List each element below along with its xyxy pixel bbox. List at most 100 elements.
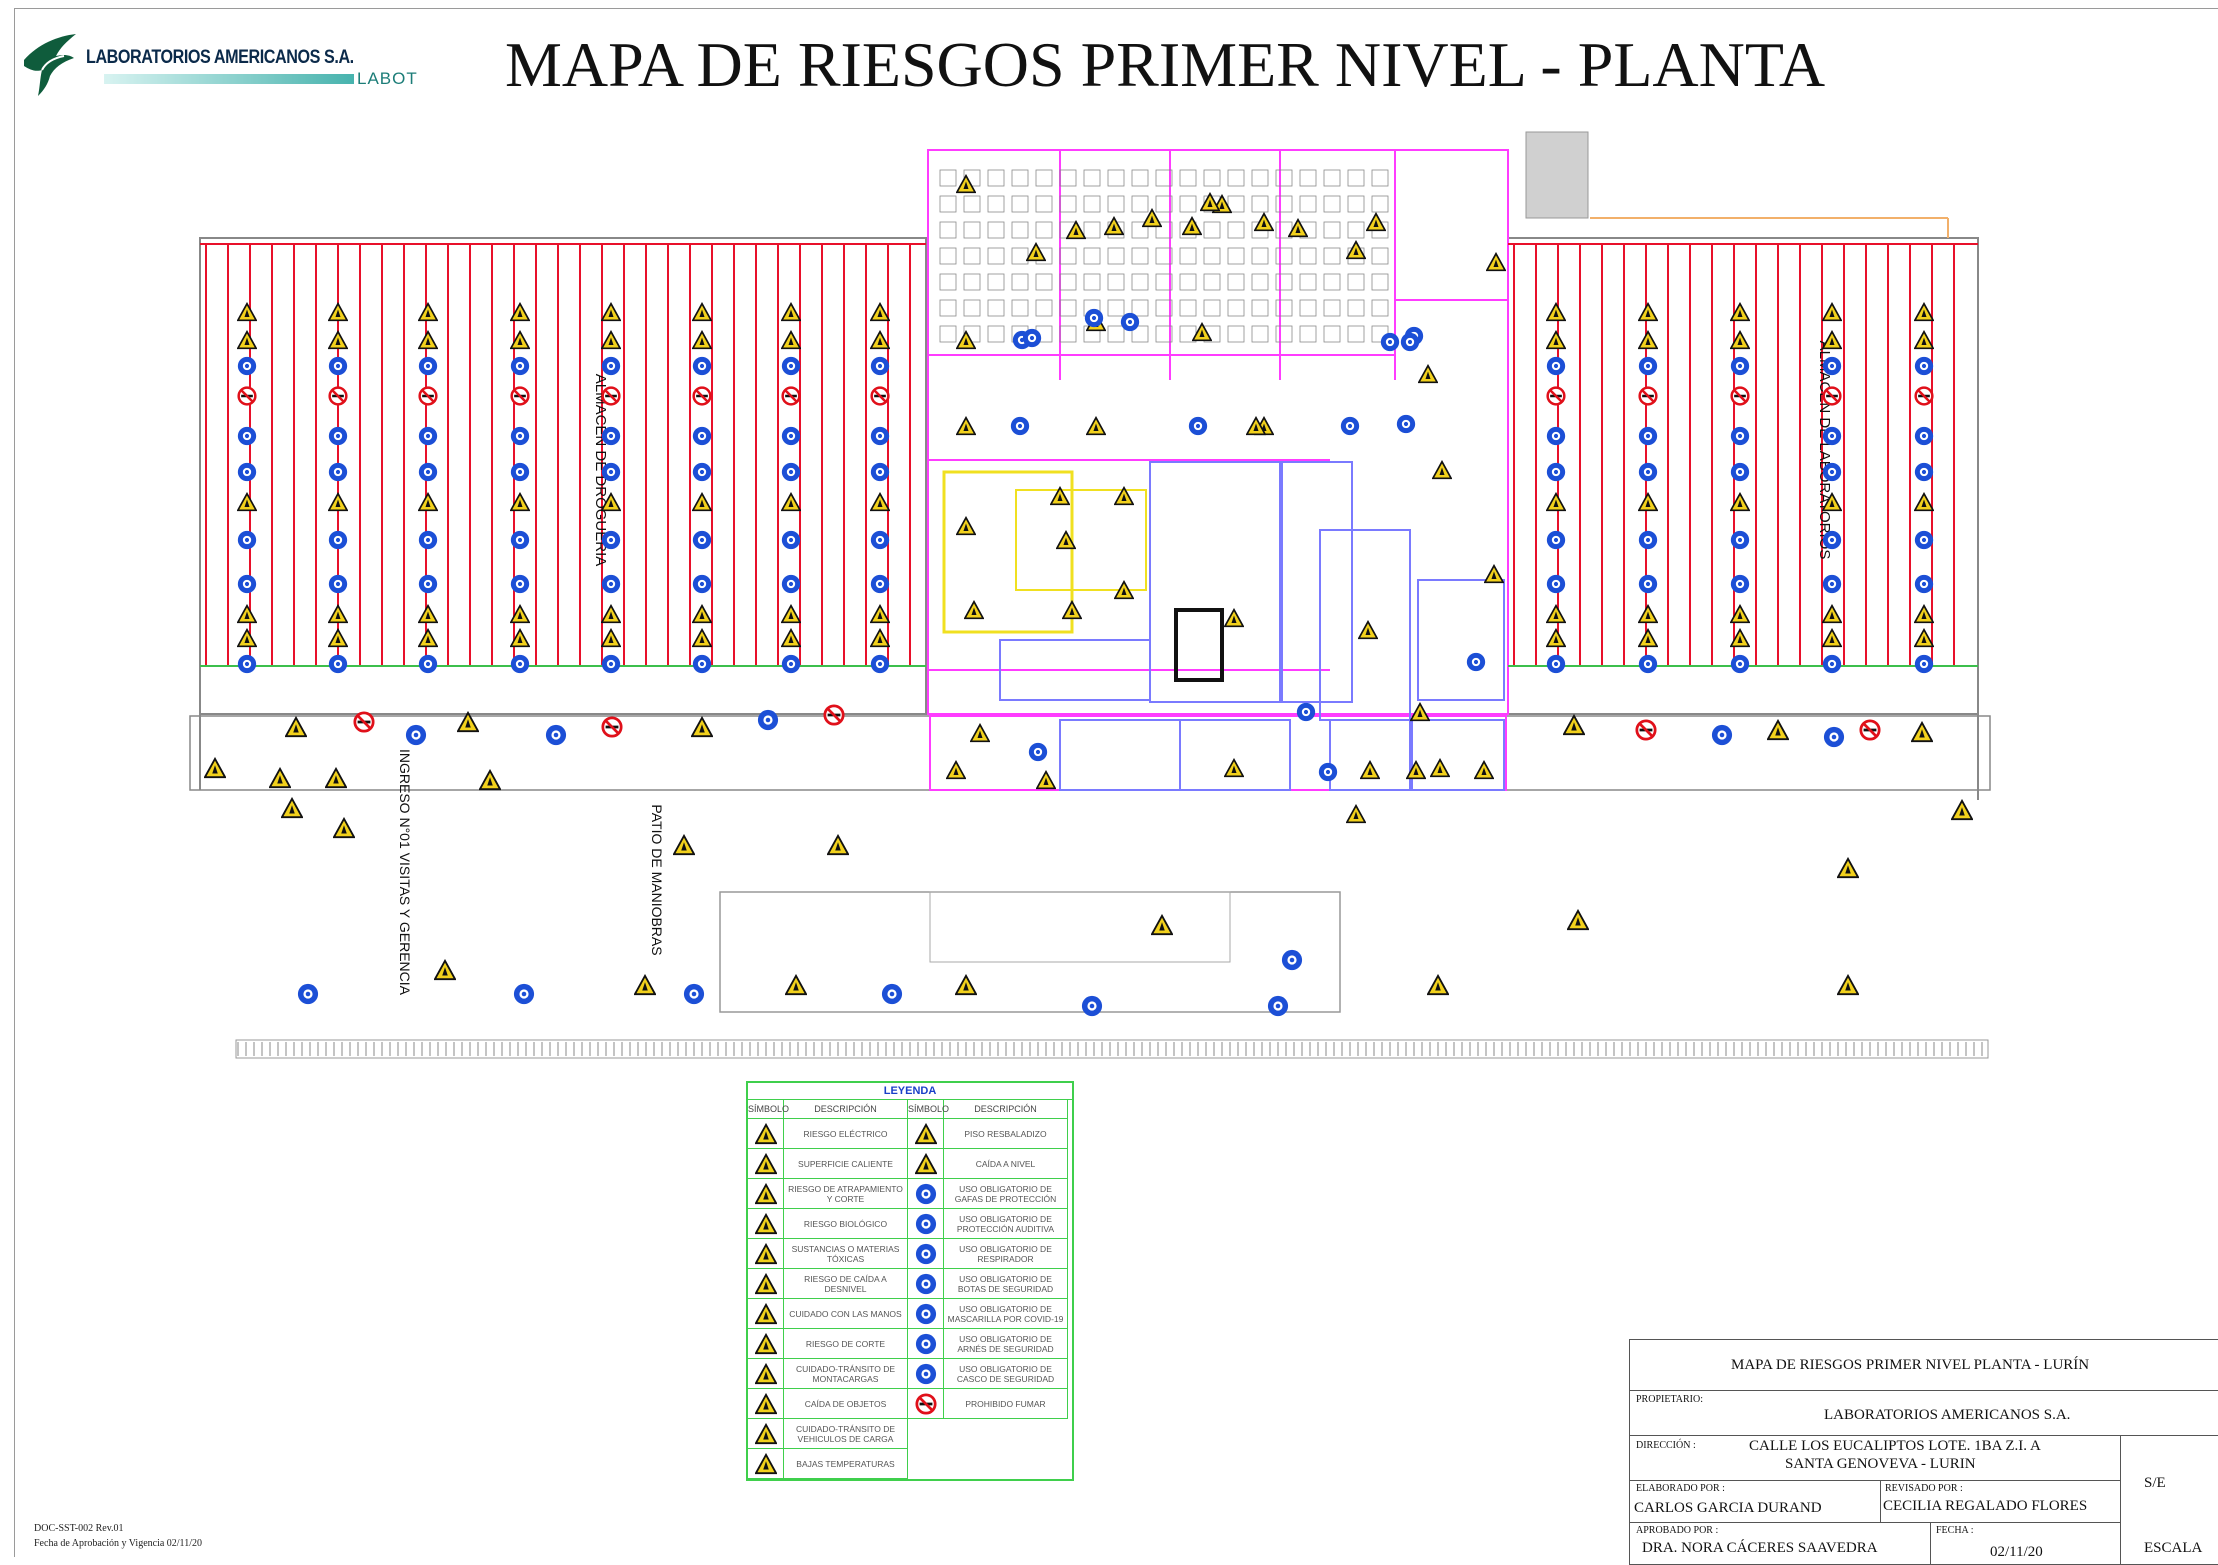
no-smoking-icon	[1635, 719, 1657, 741]
warning-sign-icon	[956, 174, 976, 194]
warning-sign-icon	[1430, 758, 1450, 778]
desk	[939, 195, 957, 213]
mandatory-sign-icon	[692, 654, 712, 674]
warning-sign-icon	[956, 516, 976, 536]
falling-objects-icon	[748, 1389, 784, 1419]
mandatory-sign-icon	[1380, 332, 1400, 352]
mandatory-sign-icon	[1638, 654, 1658, 674]
mandatory-sign-icon	[1281, 949, 1303, 971]
no-smoking-icon	[908, 1389, 944, 1419]
mandatory-sign-icon	[1711, 724, 1733, 746]
warning-sign-icon	[1638, 628, 1658, 648]
mandatory-sign-icon	[328, 426, 348, 446]
warning-sign-icon	[1182, 216, 1202, 236]
mandatory-sign-icon	[870, 356, 890, 376]
mandatory-sign-icon	[1084, 308, 1104, 328]
warning-sign-icon	[328, 492, 348, 512]
desk	[1179, 247, 1197, 265]
tb-divider	[2120, 1435, 2121, 1564]
tb-reviewed-by-label: REVISADO POR :	[1885, 1483, 1963, 1494]
legend-description: PROHIBIDO FUMAR	[944, 1389, 1068, 1419]
warning-sign-icon	[1914, 628, 1934, 648]
no-smoking-icon	[781, 386, 801, 406]
legend-description: RIESGO DE CORTE	[784, 1329, 908, 1359]
tb-title: MAPA DE RIESGOS PRIMER NIVEL PLANTA - LU…	[1731, 1357, 2090, 1373]
mandatory-sign-icon	[328, 654, 348, 674]
desk	[1227, 169, 1245, 187]
warning-sign-icon	[418, 330, 438, 350]
entrapment-cut-icon	[748, 1179, 784, 1209]
legend-description: USO OBLIGATORIO DE BOTAS DE SEGURIDAD	[944, 1269, 1068, 1299]
warning-sign-icon	[1418, 364, 1438, 384]
office-desks	[939, 169, 1389, 343]
mandatory-sign-icon	[1638, 462, 1658, 482]
no-smoking-icon	[870, 386, 890, 406]
no-smoking-icon	[1859, 719, 1881, 741]
warning-sign-icon	[946, 760, 966, 780]
no-smoking-icon	[353, 711, 375, 733]
cut-risk-icon	[748, 1329, 784, 1359]
mandatory-sign-icon	[510, 654, 530, 674]
warning-sign-icon	[781, 492, 801, 512]
desk	[1011, 273, 1029, 291]
mandatory-sign-icon	[601, 356, 621, 376]
mandatory-sign-icon	[1822, 654, 1842, 674]
legend-header-symbol: SÍMBOLO	[908, 1100, 949, 1119]
mandatory-sign-icon	[601, 426, 621, 446]
mandatory-sign-icon	[237, 356, 257, 376]
desk	[1323, 325, 1341, 343]
mandatory-sign-icon	[1081, 995, 1103, 1017]
legend-description: USO OBLIGATORIO DE MASCARILLA POR COVID-…	[944, 1299, 1068, 1329]
legend-description: RIESGO BIOLÓGICO	[784, 1209, 908, 1239]
company-name: LABORATORIOS AMERICANOS S.A.	[86, 47, 354, 68]
area-labels: ALMACEN DE DROGUERIA ALMACEN DE LABORATO…	[397, 341, 1833, 996]
label-patio-maniobras: PATIO DE MANIOBRAS	[649, 804, 665, 955]
warning-sign-icon	[237, 302, 257, 322]
tb-row-title	[1630, 1340, 2218, 1391]
mandatory-sign-icon	[1822, 462, 1842, 482]
warning-sign-icon	[1638, 302, 1658, 322]
legend-empty-cell	[944, 1419, 1068, 1449]
warning-sign-icon	[269, 767, 291, 789]
warning-sign-icon	[601, 628, 621, 648]
no-smoking-icon	[1914, 386, 1934, 406]
warning-sign-icon	[1767, 719, 1789, 741]
desk	[1059, 325, 1077, 343]
warning-sign-icon	[1151, 914, 1173, 936]
desk	[1347, 221, 1365, 239]
warning-sign-icon	[1837, 974, 1859, 996]
logo-bird-icon	[24, 34, 76, 96]
desk	[1035, 299, 1053, 317]
mandatory-sign-icon	[1730, 356, 1750, 376]
mandatory-sign-icon	[1638, 426, 1658, 446]
logo-bar	[104, 74, 404, 84]
no-smoking-icon	[1822, 386, 1842, 406]
warning-sign-icon	[237, 330, 257, 350]
desk	[1107, 195, 1125, 213]
warning-sign-icon	[955, 974, 977, 996]
desk	[1251, 325, 1269, 343]
desk	[1155, 325, 1173, 343]
tb-owner-label: PROPIETARIO:	[1636, 1394, 1703, 1405]
mandatory-sign-icon	[1822, 356, 1842, 376]
desk	[1371, 195, 1389, 213]
warning-sign-icon	[237, 492, 257, 512]
desk	[1131, 299, 1149, 317]
mandatory-sign-icon	[692, 426, 712, 446]
legend-description: CUIDADO CON LAS MANOS	[784, 1299, 908, 1329]
desk	[987, 325, 1005, 343]
page-title: MAPA DE RIESGOS PRIMER NIVEL - PLANTA	[505, 29, 1826, 100]
biohazard-icon	[748, 1209, 784, 1239]
desk	[1347, 195, 1365, 213]
desk	[939, 169, 957, 187]
mandatory-sign-icon	[870, 574, 890, 594]
desk	[1299, 195, 1317, 213]
warning-sign-icon	[964, 600, 984, 620]
tb-date: 02/11/20	[1990, 1544, 2043, 1560]
mandatory-sign-icon	[601, 574, 621, 594]
mandatory-sign-icon	[1546, 530, 1566, 550]
mandatory-sign-icon	[297, 983, 319, 1005]
desk	[1155, 169, 1173, 187]
mandatory-sign-icon	[1914, 356, 1934, 376]
mandatory-sign-icon	[510, 356, 530, 376]
